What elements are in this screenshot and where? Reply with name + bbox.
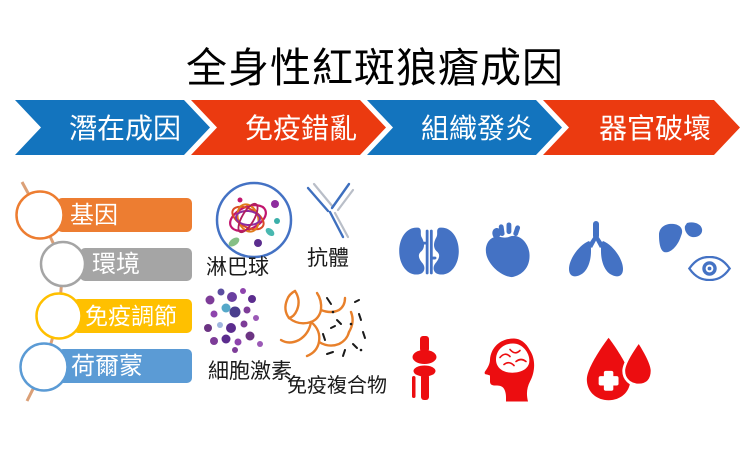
stage-label: 器官破壞: [599, 113, 711, 145]
cause-label: 基因: [70, 202, 118, 229]
immune-item-label: 免疫複合物: [287, 375, 387, 397]
immune-item-label: 淋巴球: [206, 255, 269, 279]
immune-item-label: 細胞激素: [208, 359, 292, 383]
stage-label: 潛在成因: [69, 113, 181, 145]
lungs-icon: [569, 221, 623, 277]
stage-arrow: [191, 100, 386, 155]
eye-icon: [687, 256, 732, 281]
cause-circle: [39, 240, 87, 288]
stage-label: 免疫錯亂: [245, 113, 357, 145]
cause-circle: [15, 190, 65, 240]
immune-item-label: 抗體: [307, 246, 349, 270]
stage-chevron-1: 潛在成因: [15, 100, 210, 155]
stage-chevron-4: 器官破壞: [543, 100, 740, 155]
lymphocyte-icon: [215, 181, 293, 259]
stages-banner: 潛在成因 免疫錯亂 組織發炎 器官破壞: [15, 100, 740, 155]
stage-arrow: [15, 100, 210, 155]
brain-icon: [484, 338, 535, 402]
immune-complex-icon: [279, 289, 366, 358]
page-title: 全身性紅斑狼瘡成因: [186, 45, 564, 91]
antibody-icon: [306, 182, 355, 239]
cause-bar: [80, 248, 192, 281]
cause-bar: [58, 349, 192, 383]
joint-icon: [412, 336, 437, 400]
cause-label: 免疫調節: [85, 304, 177, 329]
stage-label: 組織發炎: [421, 113, 533, 145]
cause-bar: [73, 299, 192, 333]
cause-label: 環境: [92, 251, 140, 278]
stage-chevron-2: 免疫錯亂: [191, 100, 386, 155]
cause-label: 荷爾蒙: [71, 353, 143, 380]
cause-circle: [19, 342, 69, 392]
cytokines-icon: [204, 288, 263, 353]
liver-icon: [659, 222, 703, 253]
stage-arrow: [367, 100, 562, 155]
cause-circle: [35, 292, 83, 340]
blood-drops-icon: [586, 337, 654, 401]
heart-icon: [485, 222, 530, 278]
kidneys-icon: [399, 227, 459, 275]
stage-chevron-3: 組織發炎: [367, 100, 562, 155]
cause-bar: [57, 198, 192, 232]
causes-smartart: 基因 環境 免疫調節 荷爾蒙: [15, 181, 192, 402]
stage-arrow: [543, 100, 740, 155]
